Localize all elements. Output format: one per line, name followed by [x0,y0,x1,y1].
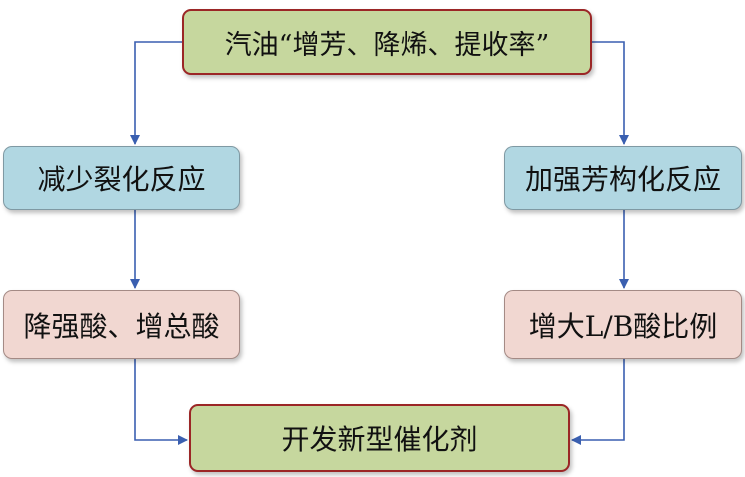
acid-strength-label: 降强酸、增总酸 [23,309,220,343]
reduce-cracking-label: 减少裂化反应 [37,163,206,196]
reduce-cracking-box: 减少裂化反应 [3,146,240,210]
arrow-top-to-left [130,41,182,145]
enhance-aromatization-box: 加强芳构化反应 [504,146,742,210]
new-catalyst-label: 开发新型催化剂 [281,423,478,456]
goal-box: 汽油“增芳、降烯、提收率” [182,9,592,75]
new-catalyst-box: 开发新型催化剂 [189,404,570,472]
lb-ratio-label: 增大L/B酸比例 [528,309,718,343]
acid-strength-box: 降强酸、增总酸 [3,290,240,359]
enhance-aromatization-label: 加强芳构化反应 [524,163,721,196]
arrow-right-2-to-bottom [571,359,625,445]
arrow-left-2-to-bottom [134,359,188,445]
goal-label: 汽油“增芳、降烯、提收率” [224,29,550,61]
lb-ratio-box: 增大L/B酸比例 [504,290,742,359]
arrow-top-to-right [592,41,629,145]
